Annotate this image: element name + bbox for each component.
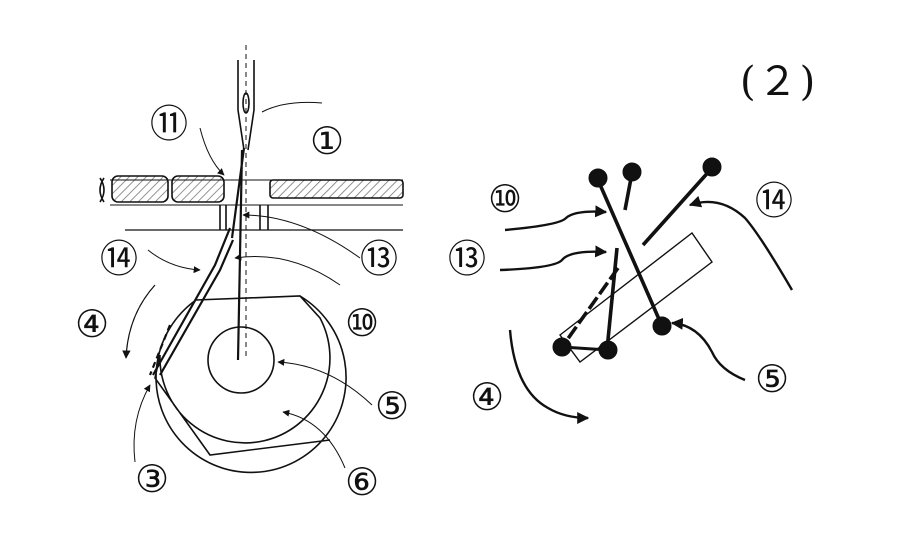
left-label-3: ③ [135, 457, 170, 501]
leader-3 [133, 384, 151, 463]
left-label-1: ① [310, 119, 345, 163]
left-label-5: ⑤ [375, 384, 410, 428]
arrow-5 [670, 317, 746, 382]
thread-10-head [622, 162, 642, 182]
fabric-piece-1 [111, 175, 169, 203]
leader-11 [199, 127, 225, 176]
rotation-arrow-4 [122, 284, 156, 359]
thread-loop [152, 227, 235, 376]
needle [237, 60, 255, 151]
fabric-piece-3 [269, 179, 404, 199]
thread-b [560, 266, 620, 349]
fabric-edge-left [99, 177, 105, 203]
left-label-4: ④ [75, 302, 110, 346]
right-label-5: ⑤ [755, 357, 790, 401]
arrow-10 [504, 205, 608, 232]
needle-hole [219, 205, 269, 230]
right-label-14: ⑭ [755, 179, 794, 223]
thread-dashed [148, 324, 172, 376]
left-label-14: ⑭ [100, 237, 139, 281]
thread-13-head [588, 168, 608, 188]
leader-14 [147, 249, 201, 274]
bobbin-rect [559, 231, 713, 363]
thread-13-tail [652, 316, 672, 336]
left-label-11: ⑪ [150, 102, 189, 146]
leader-13 [242, 211, 361, 259]
right-figure [499, 157, 794, 424]
thread-14-head [702, 157, 722, 177]
figure-label: (２) [740, 59, 818, 105]
thread-a [605, 247, 619, 351]
needle-eye [242, 92, 250, 114]
right-label-10: ⑩ [488, 177, 523, 221]
right-label-13: ⑬ [448, 237, 487, 281]
bobbin-case [207, 326, 275, 394]
arrow-13 [499, 245, 608, 272]
left-figure [99, 45, 404, 474]
hook-outline [154, 295, 347, 474]
leader-5 [277, 358, 373, 406]
left-label-13: ⑬ [360, 237, 399, 281]
thread-13-pin [596, 179, 664, 327]
fabric-piece-2 [171, 175, 225, 203]
leader-10 [234, 253, 341, 286]
right-label-4: ④ [470, 375, 505, 419]
leader-6 [282, 409, 346, 469]
left-label-6: ⑥ [345, 460, 380, 504]
thread-14-pin [641, 166, 714, 247]
arrow-4 [508, 329, 590, 424]
leader-1 [261, 101, 323, 113]
thread-bottom-join [561, 345, 609, 352]
left-label-10: ⑩ [345, 301, 380, 345]
arrow-14 [688, 195, 794, 291]
